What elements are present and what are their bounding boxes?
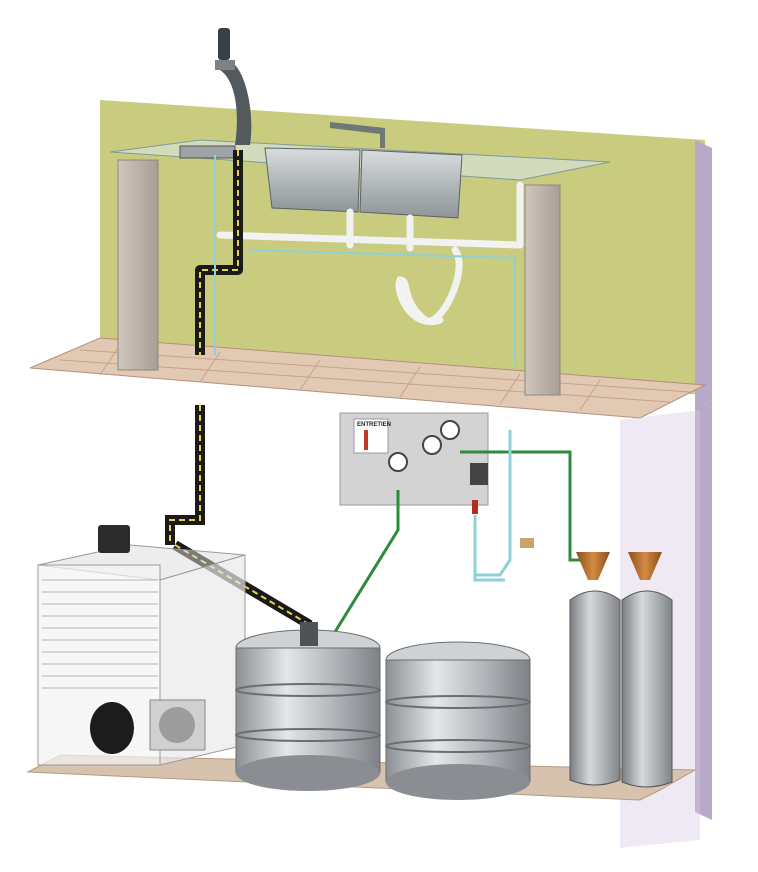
- cooler-fan-icon: [159, 707, 195, 743]
- gas-cylinder-1: [569, 552, 621, 786]
- cellar-level: ENTRETIEN: [26, 398, 712, 848]
- pressure-gauge-3: [388, 452, 408, 472]
- left-counter-pillar: [117, 159, 159, 371]
- red-shutoff-valve: [472, 500, 478, 514]
- floor-tile-grid: [59, 344, 691, 411]
- co2-manifold-panel: ENTRETIEN: [339, 412, 489, 514]
- sink-right: [359, 149, 463, 219]
- cooler-fins: [42, 579, 158, 689]
- keg-1-coupler: [300, 622, 318, 646]
- beer-tap-spout: [215, 60, 235, 70]
- mixer-faucet: [330, 122, 385, 148]
- beer-line-upper: [195, 150, 516, 365]
- beer-tap-tower: [220, 65, 252, 145]
- panel-label: ENTRETIEN: [357, 422, 391, 428]
- keg-2: [385, 641, 531, 800]
- compressor-tank: [90, 702, 134, 754]
- sink-left: [264, 147, 361, 213]
- bar-side-wall: [695, 140, 712, 408]
- water-lines: [473, 430, 512, 582]
- right-counter-pillar: [524, 184, 561, 396]
- pressure-gauge-2: [422, 435, 442, 455]
- drip-tray: [179, 145, 236, 159]
- gas-cylinder-2: [621, 552, 673, 788]
- cylinder-2-funnel: [628, 552, 662, 580]
- bar-level: [29, 28, 712, 419]
- pressure-regulator: [470, 463, 488, 485]
- beer-cooler: [37, 525, 246, 766]
- cellar-side-wall: [695, 398, 712, 820]
- keg-1: [235, 622, 381, 791]
- cylinder-1-funnel: [576, 552, 610, 580]
- beer-tap-handle: [218, 28, 230, 60]
- thermometer-icon: [364, 430, 368, 450]
- brass-faucet: [520, 538, 534, 548]
- cooler-compressor-motor: [98, 525, 130, 553]
- drain-pipes: [216, 181, 524, 326]
- pressure-gauge-1: [440, 420, 460, 440]
